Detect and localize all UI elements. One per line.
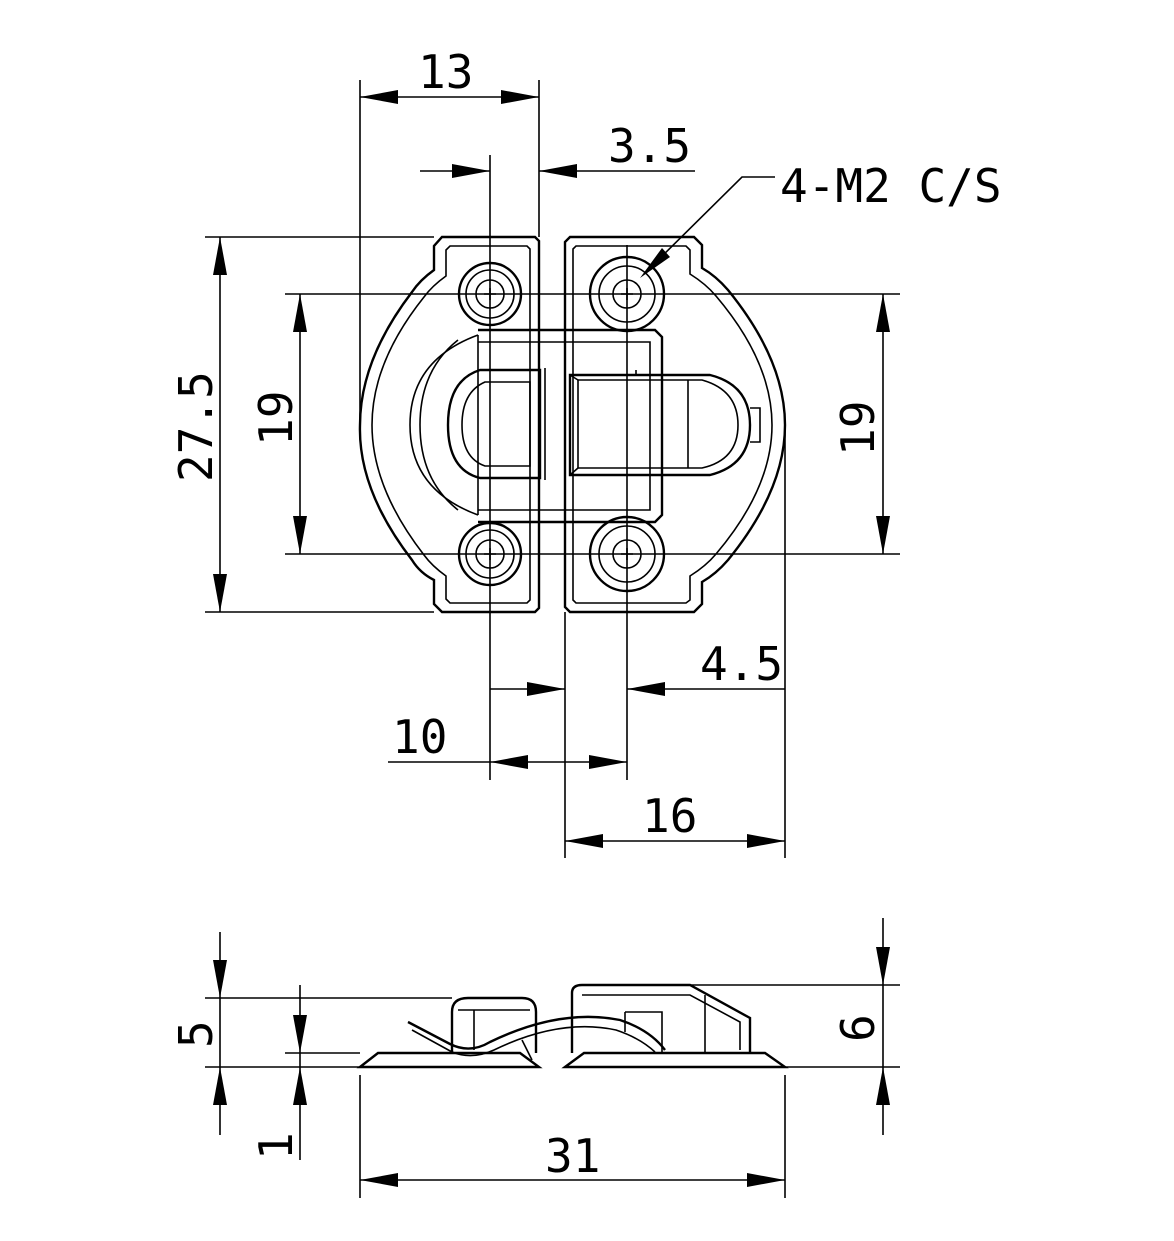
side-extension-lines	[205, 984, 900, 1198]
dim-19-right: 19	[831, 294, 890, 554]
dim-3-5: 3.5	[420, 119, 695, 178]
side-right-base	[561, 1051, 789, 1069]
dim-5: 5	[169, 932, 227, 1135]
extension-lines	[205, 80, 786, 858]
dim-10: 10	[388, 710, 627, 769]
dim-1: 1	[249, 985, 307, 1160]
dim-27-5: 27.5	[169, 237, 227, 612]
center-lines	[285, 155, 900, 780]
screw-note: 4-M2 C/S	[640, 159, 1002, 278]
dim-19-left-label: 19	[249, 391, 303, 446]
side-hinge	[450, 996, 538, 1061]
hasp	[446, 328, 664, 524]
side-view: 5 1 6 31	[169, 918, 900, 1198]
side-left-base	[356, 1051, 543, 1069]
dim-19-right-label: 19	[831, 401, 885, 456]
dim-4-5: 4.5	[490, 637, 785, 696]
dim-16-label: 16	[642, 789, 697, 843]
side-hasp-arm	[407, 1015, 666, 1057]
top-view: 13 3.5 4-M2 C/S 27.5 19	[169, 45, 1002, 858]
dim-31-label: 31	[545, 1129, 600, 1183]
side-catch	[570, 983, 752, 1053]
dim-19-left: 19	[249, 294, 307, 554]
dim-13: 13	[360, 45, 539, 104]
dim-27-5-label: 27.5	[169, 371, 223, 482]
dim-31: 31	[360, 1129, 785, 1187]
dim-1-label: 1	[249, 1132, 303, 1160]
screw-note-label: 4-M2 C/S	[780, 159, 1002, 213]
dim-6-label: 6	[831, 1014, 885, 1042]
dim-16: 16	[565, 789, 785, 848]
dim-13-label: 13	[418, 45, 473, 99]
dim-4-5-label: 4.5	[700, 637, 783, 691]
dim-6: 6	[831, 918, 890, 1135]
dim-5-label: 5	[169, 1020, 223, 1048]
catch	[568, 370, 761, 477]
dim-3-5-label: 3.5	[608, 119, 691, 173]
dim-10-label: 10	[392, 710, 447, 764]
